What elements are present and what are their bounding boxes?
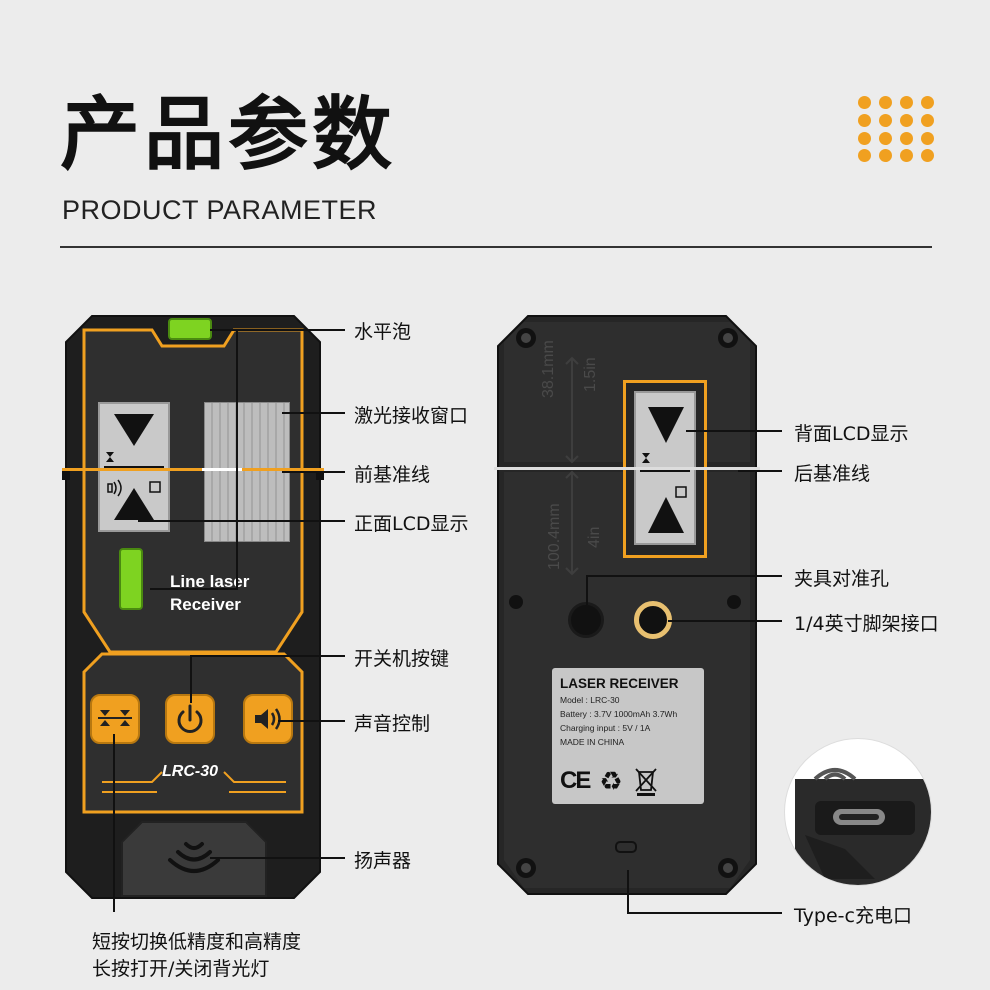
callout-line	[210, 329, 345, 331]
back-lcd-arrows-icon	[640, 407, 690, 533]
type-c-port-icon	[795, 768, 931, 885]
page-title: 产品参数	[60, 88, 396, 181]
back-reference-line	[494, 467, 760, 470]
dim-top-mm: 38.1mm	[540, 340, 557, 398]
callout-speaker: 扬声器	[354, 850, 412, 872]
callout-line	[150, 588, 238, 590]
sound-button[interactable]	[243, 694, 293, 744]
callout-line	[627, 912, 782, 914]
precision-toggle-button[interactable]	[90, 694, 140, 744]
laser-receiver-window	[204, 402, 290, 542]
dim-top-in: 1.5in	[582, 357, 599, 392]
clamp-alignment-hole	[568, 602, 604, 638]
callout-line	[190, 655, 345, 657]
front-lcd-display	[98, 402, 170, 532]
dim-bottom-mm: 100.4mm	[546, 503, 563, 570]
bubble-level-icon	[168, 318, 212, 340]
label-origin: MADE IN CHINA	[560, 737, 625, 747]
callout-clamp-hole: 夹具对准孔	[794, 568, 890, 590]
dim-bottom-in: 4in	[586, 526, 603, 548]
callout-line	[138, 520, 345, 522]
label-charging: Charging input : 5V / 1A	[560, 723, 651, 733]
label-model: Model : LRC-30	[560, 695, 620, 705]
product-name-line1: Line laser	[170, 572, 250, 591]
callout-type-c-port: Type-c充电口	[794, 905, 912, 927]
callout-back-lcd: 背面LCD显示	[794, 423, 909, 445]
label-title: LASER RECEIVER	[560, 676, 679, 691]
callout-precision-line1: 短按切换低精度和高精度	[92, 931, 302, 953]
callout-laser-window: 激光接收窗口	[354, 405, 469, 427]
callout-line	[738, 470, 782, 472]
callout-power-button: 开关机按键	[354, 648, 450, 670]
callout-sound-control: 声音控制	[354, 713, 431, 735]
speaker-volume-icon	[255, 708, 281, 730]
callout-line	[627, 870, 629, 914]
callout-front-reference-line: 前基准线	[354, 464, 431, 486]
recycle-icon: ♻	[599, 766, 623, 796]
callout-line	[282, 471, 345, 473]
callout-tripod-mount: 1/4英寸脚架接口	[794, 613, 939, 635]
model-badge: LRC-30	[162, 763, 219, 780]
callout-line	[236, 329, 238, 589]
tripod-mount	[634, 601, 672, 639]
front-reference-line	[62, 468, 324, 471]
product-name-line2: Receiver	[170, 595, 241, 614]
ce-mark-icon: CE	[560, 767, 591, 794]
callout-line	[210, 857, 345, 859]
callout-line	[190, 655, 192, 703]
callout-line	[282, 412, 345, 414]
callout-back-reference-line: 后基准线	[794, 463, 871, 485]
page-subtitle: PRODUCT PARAMETER	[62, 195, 378, 225]
weee-bin-icon	[634, 768, 657, 796]
decorative-dots-icon	[858, 96, 934, 162]
type-c-port-inset	[784, 738, 932, 886]
lcd-arrows-icon	[104, 414, 164, 520]
power-icon	[177, 704, 203, 733]
callout-bubble-level: 水平泡	[354, 321, 412, 343]
callout-line	[278, 720, 345, 722]
header-divider	[60, 246, 932, 248]
side-bubble-level-icon	[119, 548, 143, 610]
callout-line	[586, 575, 782, 577]
callout-line	[113, 734, 115, 912]
callout-line	[586, 575, 588, 605]
product-label-plate: LASER RECEIVER Model : LRC-30 Battery : …	[552, 668, 704, 804]
precision-icon	[98, 710, 132, 726]
callout-front-lcd: 正面LCD显示	[354, 513, 469, 535]
callout-line	[668, 620, 782, 622]
callout-precision-line2: 长按打开/关闭背光灯	[92, 958, 270, 980]
label-battery: Battery : 3.7V 1000mAh 3.7Wh	[560, 709, 678, 719]
callout-line	[686, 430, 782, 432]
